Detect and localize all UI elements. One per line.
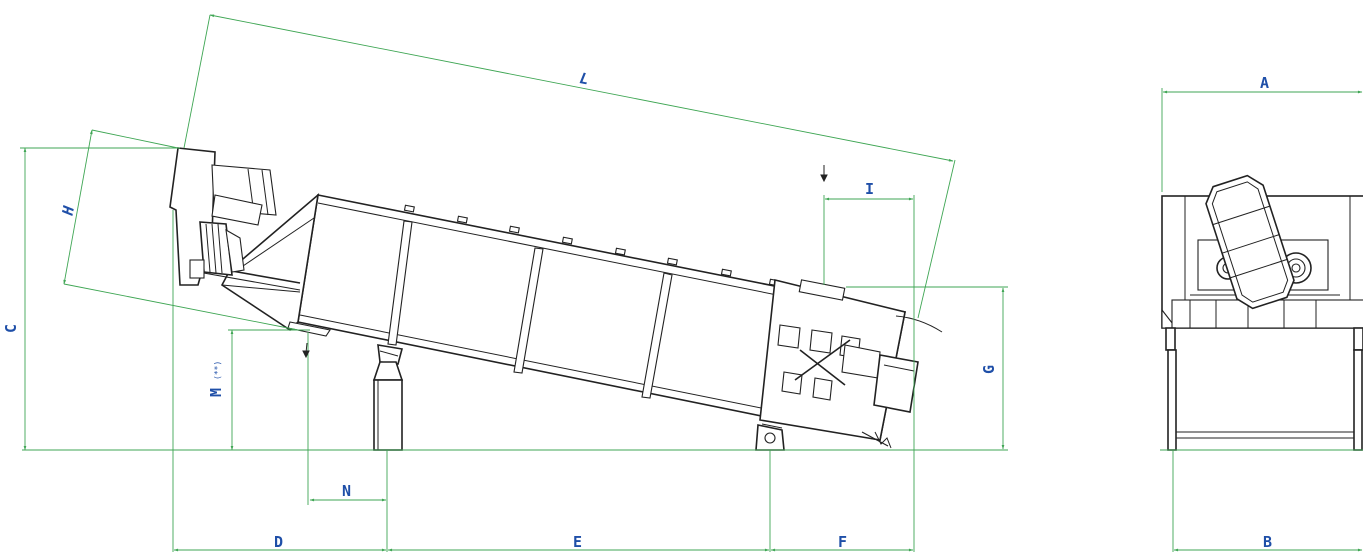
flow-arrows (302, 165, 828, 359)
label-I: I (865, 180, 874, 198)
label-L: L (578, 69, 590, 88)
end-view-machine (1161, 174, 1363, 451)
inlet-cone (220, 192, 320, 332)
top-lugs (403, 204, 780, 287)
label-E: E (573, 533, 582, 551)
left-support-leg (372, 344, 404, 451)
label-N: N (342, 482, 351, 500)
gear-motor (169, 147, 277, 286)
right-support-foot (755, 423, 785, 451)
label-A: A (1260, 74, 1269, 92)
label-M-superscript: (**) (213, 361, 222, 380)
label-B: B (1263, 533, 1272, 551)
label-G: G (980, 365, 998, 374)
label-D: D (274, 533, 283, 551)
label-C: C (2, 324, 20, 333)
side-view-machine (169, 147, 943, 451)
label-H: H (58, 204, 78, 218)
end-view-dimensions (1160, 88, 1363, 552)
label-M: M (207, 388, 225, 397)
end-view-labels: A B (1260, 74, 1272, 551)
trough-ribs (387, 220, 673, 399)
side-view-dimensions (20, 14, 1008, 552)
side-view-labels: L H C M (**) N D E F I G (2, 69, 998, 551)
discharge-head (759, 279, 943, 449)
label-F: F (838, 533, 847, 551)
